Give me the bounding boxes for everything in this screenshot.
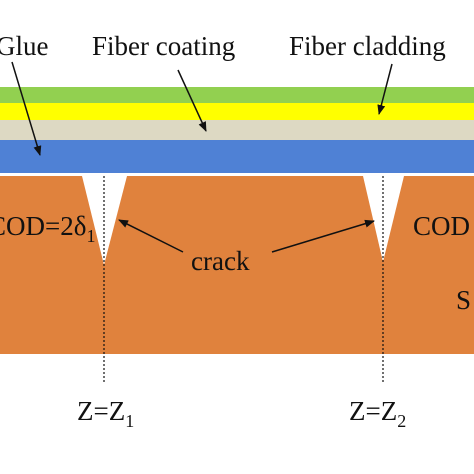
yellow-layer [0, 103, 474, 120]
crack-right [363, 176, 404, 262]
blue-glue-layer [0, 140, 474, 173]
cod-left-label: COD=2δ1 [0, 211, 95, 246]
substrate-label-partial: S [456, 285, 471, 315]
crack-arrow-left [118, 219, 184, 253]
fiber-cladding-arrow [377, 63, 393, 115]
z2-subscript: 2 [397, 411, 406, 431]
z2-prefix: Z=Z [349, 396, 397, 426]
fiber-coating-arrow [177, 69, 207, 132]
crack-label: crack [191, 246, 250, 276]
glue-arrow [11, 61, 42, 156]
z1-prefix: Z=Z [77, 396, 125, 426]
z2-label: Z=Z2 [349, 396, 406, 431]
z1-subscript: 1 [125, 411, 134, 431]
z1-label: Z=Z1 [77, 396, 134, 431]
glue-label: Glue [0, 31, 49, 61]
fiber-coating-label: Fiber coating [92, 31, 235, 61]
green-layer [0, 87, 474, 103]
cod-left-subscript: 1 [86, 226, 95, 246]
cod-left-prefix: COD=2δ [0, 211, 86, 241]
crack-arrow-right [271, 219, 375, 253]
cod-right-label: COD [413, 211, 470, 241]
beige-layer [0, 120, 474, 140]
fiber-cladding-label: Fiber cladding [289, 31, 446, 61]
